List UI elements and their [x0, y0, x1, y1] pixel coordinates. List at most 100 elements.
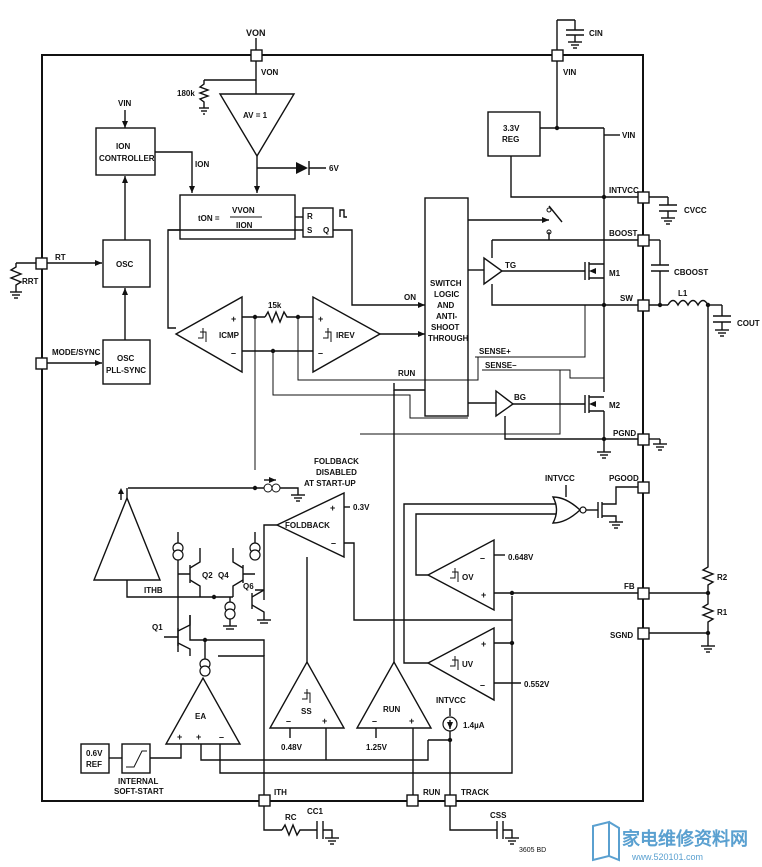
pgood-or-gate [551, 496, 582, 524]
mode-sync-pin[interactable] [35, 357, 48, 370]
mode-sync-label: MODE/SYNC [52, 348, 101, 357]
track-label: TRACK [461, 788, 489, 797]
v0552-label: 0.552V [524, 680, 550, 689]
osc-pll-line2: PLL-SYNC [106, 366, 146, 375]
ith-label: ITH [274, 788, 287, 797]
q6-label: Q6 [243, 582, 254, 591]
v048-label: 0.48V [281, 743, 303, 752]
latch-q: Q [323, 226, 329, 235]
v6-label: 6V [329, 164, 339, 173]
rt-pin[interactable] [35, 257, 48, 270]
svg-text:+: + [318, 314, 323, 324]
ref-block [80, 743, 110, 774]
rc-label: RC [285, 813, 297, 822]
cin-label: CIN [589, 29, 603, 38]
ithb-amp [92, 496, 162, 581]
cc1-label: CC1 [307, 807, 324, 816]
osc-block [102, 239, 151, 288]
svg-text:+: + [481, 639, 486, 649]
i14-label: 1.4µA [463, 721, 485, 730]
ref-line1: 0.6V [86, 749, 103, 758]
sl-4: ANTI- [436, 312, 458, 321]
run-comparator [355, 660, 433, 729]
vin-section: CIN VIN VIN [540, 19, 636, 290]
svg-text:+: + [196, 732, 201, 742]
ion-label: ION [195, 160, 209, 169]
watermark: 家电维修资料网 www.520101.com [592, 820, 748, 862]
vin-pin[interactable] [551, 49, 564, 62]
watermark-url: www.520101.com [631, 852, 703, 862]
pgnd-label: PGND [613, 429, 636, 438]
osc-pll-line1: OSC [117, 354, 135, 363]
cboost-label: CBOOST [674, 268, 708, 277]
sl-2: LOGIC [434, 290, 460, 299]
pgnd-pin[interactable] [637, 433, 650, 446]
ea-amp [164, 676, 242, 745]
ov-comparator [426, 538, 495, 612]
icmp-comparator [174, 295, 243, 374]
sw-label: SW [620, 294, 633, 303]
av-buffer [218, 93, 296, 158]
intvcc-pin[interactable] [637, 191, 650, 204]
boost-label: BOOST [609, 229, 638, 238]
uv-label: UV [462, 660, 474, 669]
sl-5: SHOOT [431, 323, 460, 332]
bg-driver [495, 389, 515, 418]
pgood-pin[interactable] [637, 481, 650, 494]
sgnd-label: SGND [610, 631, 633, 640]
von-label: VON [246, 28, 266, 38]
vin-top-label: VIN [118, 99, 132, 108]
ith-pin[interactable] [258, 794, 271, 807]
run-int-label: RUN [398, 369, 416, 378]
ton-den: IION [236, 221, 253, 230]
ithb-label: ITHB [144, 586, 163, 595]
reg-line1: 3.3V [503, 124, 520, 133]
rt-label: RT [55, 253, 66, 262]
softstart-line2: SOFT-START [114, 787, 164, 796]
fb-note-3: AT START-UP [304, 479, 356, 488]
v0648-label: 0.648V [508, 553, 534, 562]
intvcc-label: INTVCC [609, 186, 639, 195]
von-section: VON VON 180k AV = 1 6V [177, 28, 339, 193]
von-inner-label: VON [261, 68, 279, 77]
av-label: AV = 1 [243, 111, 268, 120]
fb-note-1: FOLDBACK [314, 457, 359, 466]
watermark-cn: 家电维修资料网 [622, 828, 748, 849]
osc-pll-block [102, 339, 151, 385]
icmp-label: ICMP [219, 331, 240, 340]
von-pin[interactable] [250, 49, 263, 62]
ss-label: SS [301, 707, 312, 716]
fb-pin[interactable] [637, 587, 650, 600]
m2-label: M2 [609, 401, 621, 410]
r1-label: R1 [717, 608, 728, 617]
run-amp-label: RUN [383, 705, 401, 714]
tg-driver [483, 256, 504, 286]
chip-outline [41, 54, 644, 802]
run-pin[interactable] [406, 794, 419, 807]
ov-label: OV [462, 573, 474, 582]
svg-text:+: + [409, 716, 414, 726]
osc-label: OSC [116, 260, 134, 269]
boost-pin[interactable] [637, 234, 650, 247]
vin-right-label: VIN [622, 131, 636, 140]
sw-pin[interactable] [637, 299, 650, 312]
ion-controller-line2: CONTROLLER [99, 154, 155, 163]
reg-block [487, 111, 541, 157]
svg-text:–: – [480, 680, 485, 690]
svg-text:+: + [322, 716, 327, 726]
sl-6: THROUGH [428, 334, 469, 343]
v03-label: 0.3V [353, 503, 370, 512]
irev-label: IREV [336, 331, 355, 340]
irev-comparator [312, 295, 382, 374]
soft-start-block [121, 743, 151, 774]
fb-note-2: DISABLED [316, 468, 357, 477]
track-pin[interactable] [444, 794, 457, 807]
uv-comparator [426, 626, 495, 702]
r15k-label: 15k [268, 301, 282, 310]
on-label: ON [404, 293, 416, 302]
right-pins: INTVCC BOOST SW PGND PGOOD FB SGND [609, 186, 650, 640]
svg-text:–: – [331, 538, 336, 548]
svg-text:–: – [372, 716, 377, 726]
sgnd-pin[interactable] [637, 627, 650, 640]
svg-text:+: + [330, 503, 335, 513]
